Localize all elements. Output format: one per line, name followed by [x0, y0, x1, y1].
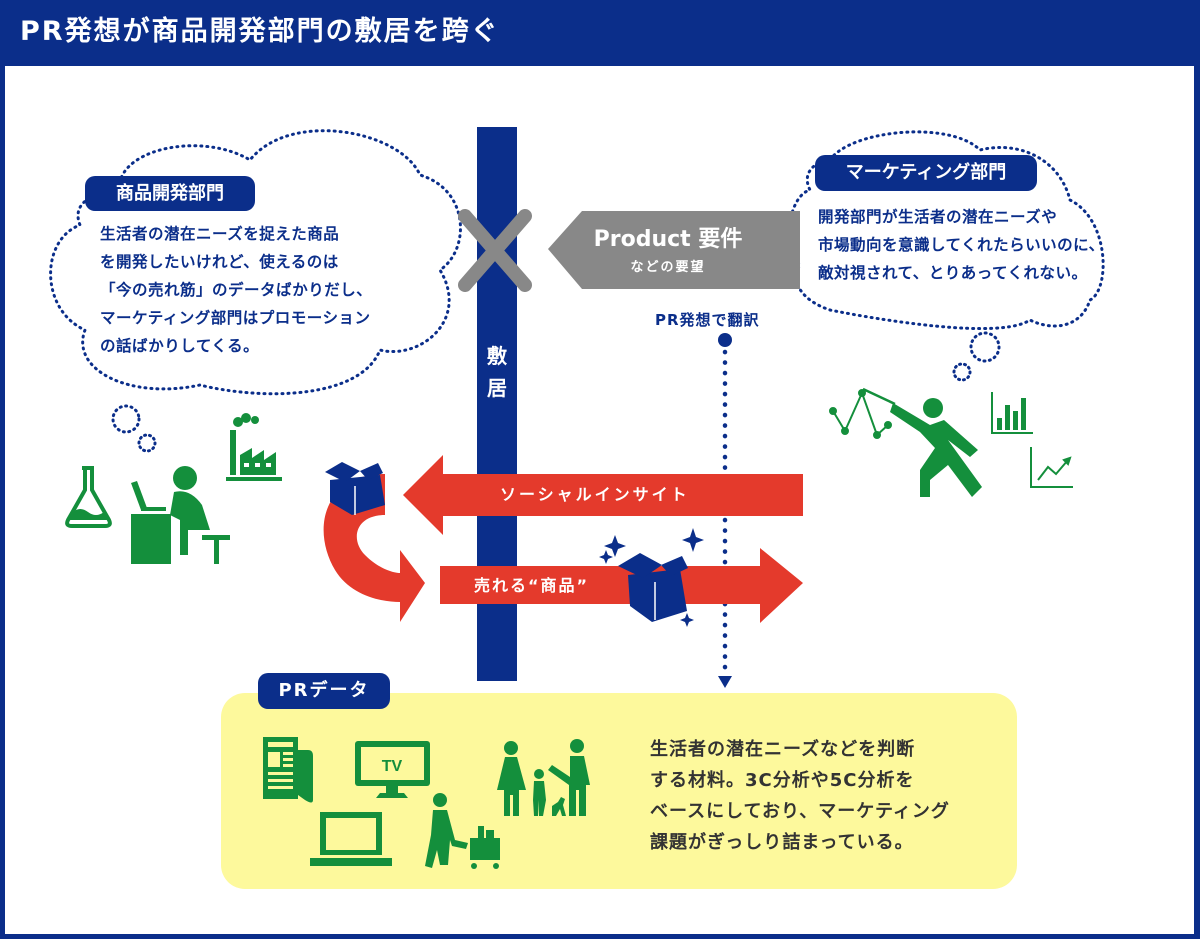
product-arrow: [440, 548, 803, 623]
translate-label: PR発想で翻訳: [655, 311, 760, 329]
shopper-icon: [425, 793, 500, 869]
threshold-label-char: 居: [487, 376, 507, 400]
marketing-line: 市場動向を意識してくれたらいいのに、: [818, 236, 1105, 254]
pr-data-line: 課題がぎっしり詰まっている。: [650, 832, 914, 853]
product-dev-line: の話ばかりしてくる。: [100, 337, 260, 355]
factory-icon: [226, 413, 282, 481]
product-dev-line: を開発したいけれど、使えるのは: [100, 253, 339, 271]
marketing-line: 敵対視されて、とりあってくれない。: [818, 264, 1088, 282]
request-arrow-title: Product 要件: [593, 227, 743, 252]
thought-dot-small: [137, 433, 157, 453]
insight-label: ソーシャルインサイト: [500, 485, 690, 504]
x-mark-icon: [458, 209, 532, 292]
tv-icon: [355, 741, 430, 798]
marketing-line: 開発部門が生活者の潜在ニーズや: [818, 208, 1058, 226]
desk-worker-icon: [131, 466, 230, 564]
tv-icon-label: TV: [382, 758, 403, 775]
pr-data-box: [221, 693, 1017, 889]
sparkle-icon: [599, 550, 613, 564]
product-label: 売れる“商品”: [474, 576, 590, 595]
trend-up-icon: [1030, 447, 1073, 488]
threshold-label: 敷 居: [477, 340, 517, 404]
box-icon-small: [325, 462, 385, 515]
presenter-icon: [862, 387, 982, 497]
family-icon: [497, 739, 590, 816]
sparkle-icon: [680, 613, 694, 627]
threshold-label-char: 敷: [487, 344, 507, 368]
flask-icon: [65, 466, 112, 528]
sparkle-icon: [682, 528, 704, 552]
thought-dot-small: [952, 362, 972, 382]
header-bar: PR発想が商品開発部門の敷居を跨ぐ: [0, 0, 1200, 65]
product-dev-line: 「今の売れ筋」のデータばかりだし、: [100, 281, 373, 299]
line-chart-icon: [829, 389, 892, 439]
product-dev-line: マーケティング部門はプロモーション: [100, 309, 371, 327]
sparkle-icon: [604, 535, 626, 557]
product-dev-text: 生活者の潜在ニーズを捉えた商品 を開発したいけれど、使えるのは 「今の売れ筋」の…: [100, 220, 372, 360]
marketing-tag: マーケティング部門: [815, 155, 1037, 191]
request-arrow-subtitle: などの要望: [630, 260, 706, 275]
pr-data-line: する材料。3C分析や5C分析を: [650, 770, 915, 791]
pr-data-line: ベースにしており、マーケティング: [650, 801, 950, 822]
newspaper-icon: [263, 737, 313, 803]
insight-arrow: [403, 455, 803, 535]
thought-dot-large: [111, 404, 141, 434]
marketing-text: 開発部門が生活者の潜在ニーズや 市場動向を意識してくれたらいいのに、 敵対視され…: [818, 203, 1105, 287]
box-icon-large: [618, 553, 688, 622]
laptop-icon: [310, 812, 392, 866]
arrow-head-down: [718, 676, 732, 688]
bar-chart-icon: [991, 392, 1033, 434]
thought-dot-large: [969, 331, 1001, 363]
request-arrow-shape: [548, 211, 800, 289]
product-dev-line: 生活者の潜在ニーズを捉えた商品: [100, 225, 340, 243]
pr-data-line: 生活者の潜在ニーズなどを判断: [650, 739, 916, 760]
page-title: PR発想が商品開発部門の敷居を跨ぐ: [20, 16, 500, 47]
pr-data-tag: PRデータ: [258, 673, 390, 709]
product-dev-tag: 商品開発部門: [85, 176, 255, 211]
pr-data-text: 生活者の潜在ニーズなどを判断 する材料。3C分析や5C分析を ベースにしており、…: [650, 734, 950, 858]
